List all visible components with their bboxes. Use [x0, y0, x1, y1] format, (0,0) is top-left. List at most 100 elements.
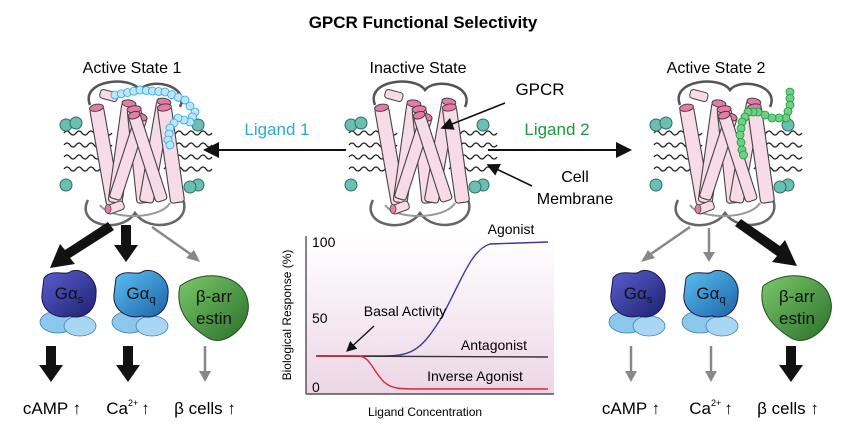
arrestin-protein — [178, 275, 249, 341]
lipid-head — [183, 180, 197, 194]
protein-labels: Gαs Gαq β-arr estin Gαs Gαq β-arr estin — [55, 284, 816, 328]
ligand-1-chain — [110, 85, 200, 150]
g-gamma-subunit — [632, 315, 666, 337]
intracellular-loop — [674, 196, 776, 227]
left-arrestin-thin-arrow — [151, 225, 197, 260]
agonist-label: Agonist — [488, 221, 535, 237]
lipid-head — [468, 180, 482, 194]
ligand-1-label: Ligand 1 — [244, 120, 309, 139]
ecl-helix — [384, 88, 404, 102]
extracellular-loop — [372, 80, 468, 108]
right-gaq-arrowhead — [703, 252, 715, 262]
left-gaq-thick-arrow — [114, 225, 138, 262]
graph-tick-50: 50 — [312, 310, 328, 326]
helix-cap — [406, 99, 422, 108]
right-ca-label: Ca2+↑ — [689, 398, 733, 418]
right-arrestin-label-2: estin — [779, 309, 815, 328]
helix-cap — [89, 103, 104, 112]
basal-activity-label: Basal Activity — [364, 303, 446, 319]
g-alpha-subunit — [113, 270, 169, 318]
g-alpha-subunit — [683, 270, 739, 318]
right-signaling-arrows — [641, 219, 797, 266]
helix-cap — [127, 110, 141, 120]
ligand-bead — [165, 140, 175, 150]
helix-cap — [711, 99, 727, 108]
inverse-agonist-label: Inverse Agonist — [427, 368, 523, 384]
graph-y-axis-label: Biological Response (%) — [280, 250, 294, 381]
receptor-inactive-state — [344, 80, 498, 227]
lipid-head — [773, 180, 787, 194]
graph-x-axis-label: Ligand Concentration — [368, 405, 482, 419]
lipid-head — [59, 178, 73, 192]
left-gaq-label: Gαq — [126, 284, 155, 306]
transmembrane-helix — [127, 110, 168, 203]
receptor-active-state-1 — [59, 80, 213, 227]
lipid-head — [476, 118, 490, 132]
intracellular-loop — [99, 202, 171, 217]
ligand-bead — [739, 150, 748, 160]
helix-8-cap — [104, 204, 112, 214]
agonist-curve — [316, 241, 549, 357]
ligand-bead — [180, 95, 190, 105]
left-arrestin-label-1: β-arr — [196, 287, 233, 306]
ligand-2-label: Ligand 2 — [524, 120, 589, 139]
left-signaling-arrows — [50, 222, 200, 268]
right-camp-label: cAMP ↑ — [602, 399, 660, 418]
g-alpha-subunit — [41, 270, 97, 318]
graph-tick-100: 100 — [312, 234, 336, 250]
lipid-head — [649, 178, 663, 192]
left-ca-label: Ca2+↑ — [106, 398, 150, 418]
helix-cap — [441, 103, 457, 112]
arrestin-protein — [761, 275, 832, 341]
dose-response-graph: 100 50 0 Biological Response (%) Ligand … — [280, 221, 554, 419]
output-arrows — [39, 346, 803, 382]
lipid-head — [344, 178, 358, 192]
ligand-2-chain — [735, 87, 795, 160]
right-camp-arrowhead — [625, 371, 637, 382]
receptor-active-state-2 — [649, 80, 803, 227]
g-alpha-subunit — [610, 270, 666, 318]
right-gas-thin-arrow — [644, 225, 691, 260]
active-state-1-label: Active State 1 — [83, 60, 182, 77]
helix-cap — [412, 110, 426, 120]
output-labels: cAMP ↑ Ca2+↑ β cells ↑ cAMP ↑ Ca2+↑ β ce… — [23, 398, 819, 418]
inactive-state-label: Inactive State — [370, 60, 467, 77]
g-gamma-subunit — [135, 315, 169, 337]
left-gas-label: Gαs — [55, 284, 84, 306]
intracellular-loop — [384, 202, 456, 217]
transmembrane-helix — [156, 103, 185, 204]
helix-cap — [679, 103, 694, 112]
effector-proteins — [39, 270, 832, 341]
intracellular-loop — [369, 196, 471, 227]
membrane-label: Membrane — [537, 191, 614, 208]
helix-cap — [374, 103, 389, 112]
antagonist-label: Antagonist — [461, 337, 527, 353]
active-state-2-label: Active State 2 — [667, 60, 766, 77]
right-gaq-label: Gαq — [696, 284, 725, 306]
right-gas-label: Gαs — [624, 284, 653, 306]
graph-tick-0: 0 — [312, 379, 320, 395]
gpcr-label: GPCR — [515, 80, 564, 99]
left-beta-label: β cells ↑ — [174, 399, 236, 418]
cell-label: Cell — [561, 169, 589, 186]
extracellular-loop — [677, 80, 773, 108]
helix-cap — [121, 99, 137, 108]
helix-8-cap — [694, 204, 702, 214]
right-ca-arrowhead — [705, 371, 717, 382]
g-gamma-subunit — [63, 315, 97, 337]
right-gas-arrowhead — [641, 250, 655, 262]
left-beta-arrowhead — [199, 371, 211, 382]
intracellular-loop — [689, 202, 761, 217]
lipid-head — [69, 116, 83, 130]
ligand-bead — [185, 101, 195, 111]
intracellular-loop — [84, 196, 186, 227]
g-gamma-subunit — [705, 315, 739, 337]
helix-8-cap — [389, 204, 397, 214]
helix-cap — [156, 103, 172, 112]
helix-cap — [717, 110, 731, 120]
diagram-title: GPCR Functional Selectivity — [309, 13, 538, 32]
left-arrestin-arrowhead — [186, 250, 200, 262]
ligand-bead — [735, 130, 745, 140]
left-camp-arrow — [39, 346, 63, 382]
lipid-head — [354, 116, 368, 130]
